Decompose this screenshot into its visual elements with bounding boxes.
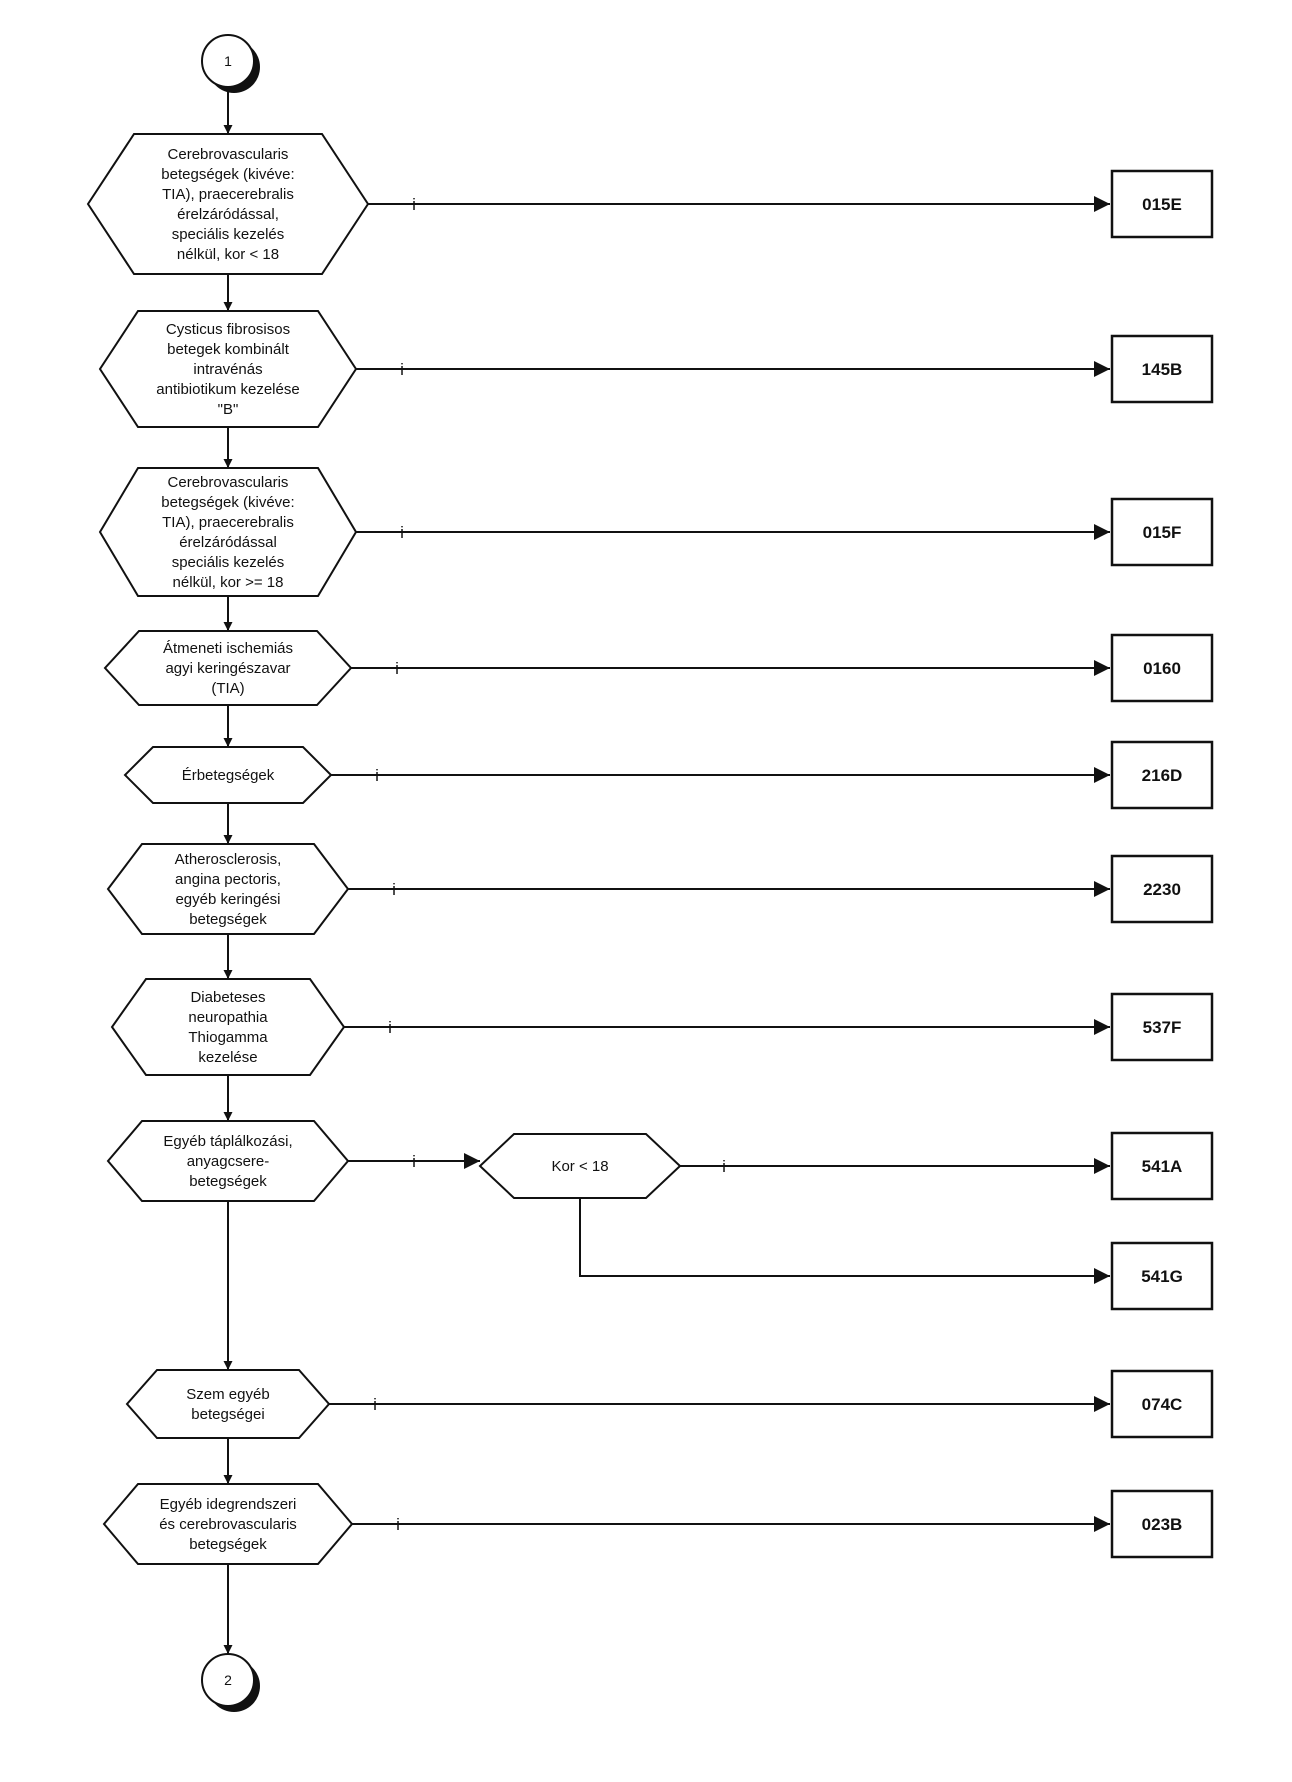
yes-mark-d8: i [412,1152,416,1171]
decision-d7 [110,978,346,1076]
decision-d3-text-line: TIA), praecerebralis [162,514,294,531]
decision-d6-text-line: Atherosclerosis, [175,851,282,868]
decision-d3-text-line: speciális kezelés [172,554,285,571]
decision-d6-text-line: betegségek [189,911,267,928]
decision-d5-text: Érbetegségek [182,767,275,784]
decision-d2-text-line: "B" [218,401,239,418]
code-d4-box [1110,633,1214,703]
decision-d3-text-line: Cerebrovascularis [168,474,289,491]
decision-d6 [106,843,350,935]
decision-d4 [103,630,353,706]
decision-d9 [125,1369,331,1439]
yes-mark-d6: i [392,880,396,899]
code-d5-box [1110,740,1214,810]
decision-d3-text-line: betegségek (kivéve: [161,494,294,511]
decision-d10-text-line: és cerebrovascularis [159,1516,297,1533]
yes-mark-d3: i [400,523,404,542]
code-d8a-no-box [1110,1241,1214,1311]
yes-mark-d4: i [395,659,399,678]
decision-d1-text-line: érelzáródással, [177,206,279,223]
decision-d8a-text: Kor < 18 [551,1158,608,1175]
decision-d8-text: Egyéb táplálkozási, anyagcsere-betegségek [163,1133,292,1190]
decision-d10-text: Egyéb idegrendszeri és cerebrovascularis b… [159,1496,297,1553]
decision-d10-text-line: betegségek [189,1536,267,1553]
decision-d5 [123,746,333,804]
decision-d1-text-line: nélkül, kor < 18 [177,246,279,263]
code-d3-label: 015F [1143,523,1182,542]
code-d6-label: 2230 [1143,880,1181,899]
decision-d2-text-line: Cysticus fibrosisos [166,321,290,338]
decision-d1-text: Cerebrovascularis betegségek (kivéve: TIA)… [161,146,294,263]
code-d9-box [1110,1369,1214,1439]
decision-d6-text-line: angina pectoris, [175,871,281,888]
decision-d4-text-line: (TIA) [211,680,244,697]
decision-d2-text-line: betegek kombinált [167,341,290,358]
decision-d3 [98,467,358,597]
yes-mark-d5: i [375,766,379,785]
decision-d2-text-line: intravénás [193,361,262,378]
decision-d8-text-line: anyagcsere- [187,1153,270,1170]
decision-d1-text-line: betegségek (kivéve: [161,166,294,183]
decision-d2-text: Cysticus fibrosisos betegek kombinált intr… [156,321,299,418]
code-d2-label: 145B [1142,360,1183,379]
code-d5-label: 216D [1142,766,1183,785]
yes-mark-d8a: i [722,1157,726,1176]
decision-d4-text-line: agyi keringészavar [165,660,290,677]
decision-d1-text-line: speciális kezelés [172,226,285,243]
code-d3-box [1110,497,1214,567]
decision-d2-text-line: antibiotikum kezelése [156,381,299,398]
decision-d7-text-line: neuropathia [188,1009,268,1026]
code-d2-box [1110,334,1214,404]
decision-d7-text-line: Diabeteses [190,989,265,1006]
decision-d9-text: Szem egyéb betegségei [186,1386,269,1423]
decision-d8 [106,1120,350,1202]
decision-d6-text-line: egyéb keringési [175,891,280,908]
no-arrow-d8a [579,1198,1110,1284]
yes-mark-d2: i [400,360,404,379]
decision-d3-text-line: érelzáródással [179,534,277,551]
decision-d5-text-line: Érbetegségek [182,767,275,784]
decision-d1 [86,133,370,275]
decision-d8-text-line: betegségek [189,1173,267,1190]
decision-d3-text-line: nélkül, kor >= 18 [173,574,284,591]
decision-d10-text-line: Egyéb idegrendszeri [160,1496,297,1513]
decision-d8-text-line: Egyéb táplálkozási, [163,1133,292,1150]
code-d7-box [1110,992,1214,1062]
code-d10-label: 023B [1142,1515,1183,1534]
decision-d1-text-line: TIA), praecerebralis [162,186,294,203]
code-d9-label: 074C [1142,1395,1183,1414]
yes-mark-d7: i [388,1018,392,1037]
code-d8a-yes-label: 541A [1142,1157,1183,1176]
decision-d8a [478,1133,682,1199]
decision-d4-text-line: Átmeneti ischemiás [163,640,293,657]
code-d4-label: 0160 [1143,659,1181,678]
decision-d6-text: Atherosclerosis, angina pectoris, egyéb ke… [175,851,282,928]
decision-d7-text-line: Thiogamma [188,1029,268,1046]
end-connector-label: 2 [224,1672,232,1688]
yes-mark-d9: i [373,1395,377,1414]
code-d7-label: 537F [1143,1018,1182,1037]
decision-d9-text-line: Szem egyéb [186,1386,269,1403]
code-d1-label: 015E [1142,195,1182,214]
decision-d2 [98,310,358,428]
decision-d10 [102,1483,354,1565]
code-d6-box [1110,854,1214,924]
code-d10-box [1110,1489,1214,1559]
start-connector-label: 1 [224,53,232,69]
decision-d3-text: Cerebrovascularis betegségek (kivéve: TIA)… [161,474,294,591]
decision-d4-text: Átmeneti ischemiás agyi keringészavar (TIA… [163,640,293,697]
code-d8a-yes-box [1110,1131,1214,1201]
decision-d7-text-line: kezelése [198,1049,257,1066]
yes-mark-d1: i [412,195,416,214]
yes-mark-d10: i [396,1515,400,1534]
code-d8a-no-label: 541G [1141,1267,1183,1286]
decision-d1-text-line: Cerebrovascularis [168,146,289,163]
decision-d9-text-line: betegségei [191,1406,264,1423]
decision-d8a-text-line: Kor < 18 [551,1158,608,1175]
code-d1-box [1110,169,1214,239]
